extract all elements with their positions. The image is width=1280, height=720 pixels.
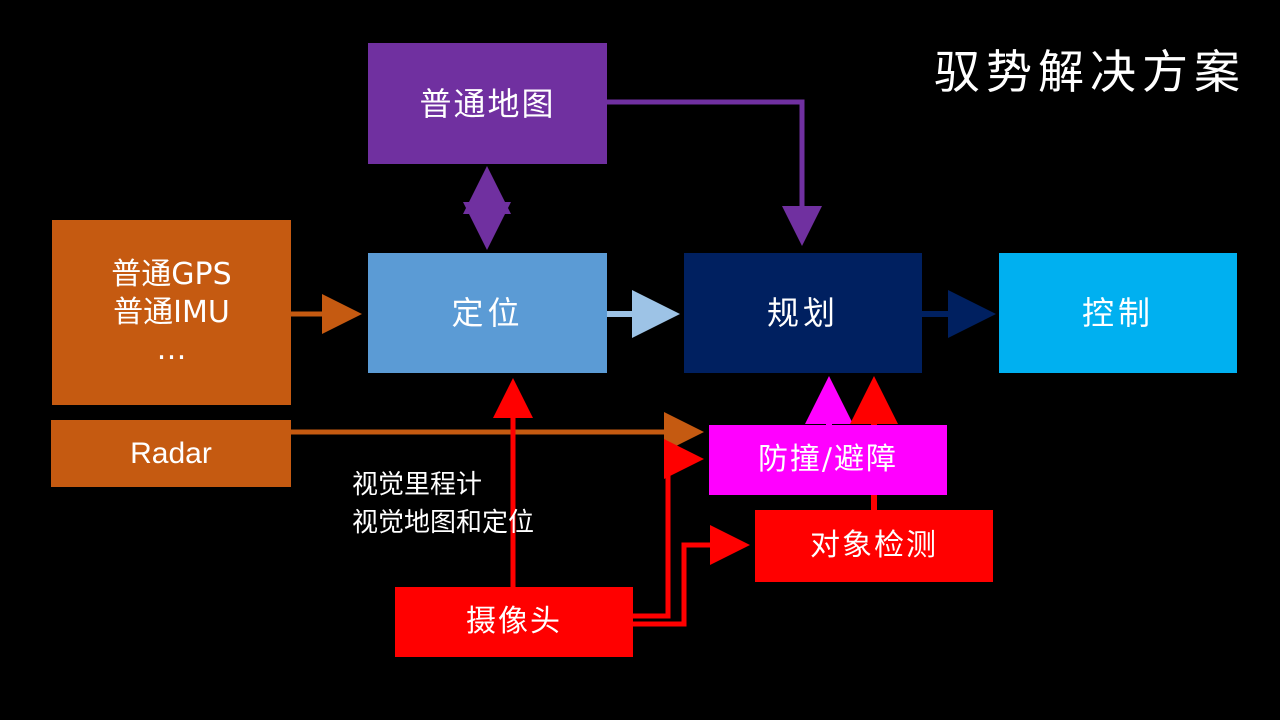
- node-control: 控制: [999, 253, 1237, 373]
- slide-title: 驭势解决方案: [934, 45, 1246, 99]
- node-map: 普通地图: [368, 43, 607, 164]
- node-object-detection-label: 对象检测: [810, 528, 938, 564]
- arrow-map-to-planning: [607, 99, 822, 246]
- camera-annotation: 视觉里程计 视觉地图和定位: [352, 466, 534, 542]
- arrow-camera-to-avoidance: [633, 439, 704, 619]
- node-avoidance: 防撞/避障: [709, 425, 947, 495]
- node-planning-label: 规划: [766, 294, 839, 332]
- node-gps-line-1: 普通GPS: [111, 257, 232, 293]
- arrow-camera-to-object-detection: [633, 525, 750, 627]
- node-avoidance-label: 防撞/避障: [757, 442, 899, 478]
- node-gps-imu: 普通GPS 普通IMU …: [52, 220, 291, 405]
- node-gps-line-3: …: [156, 332, 187, 368]
- node-camera: 摄像头: [395, 587, 633, 657]
- node-camera-label: 摄像头: [466, 604, 562, 640]
- node-localization-label: 定位: [451, 294, 524, 332]
- node-object-detection: 对象检测: [755, 510, 993, 582]
- node-radar: Radar: [51, 420, 291, 487]
- annotation-line-1: 视觉里程计: [352, 470, 483, 500]
- annotation-line-2: 视觉地图和定位: [352, 508, 535, 538]
- node-radar-label: Radar: [130, 436, 212, 470]
- node-control-label: 控制: [1081, 294, 1154, 332]
- node-planning: 规划: [684, 253, 922, 373]
- node-map-label: 普通地图: [419, 84, 556, 123]
- node-gps-line-2: 普通IMU: [113, 294, 230, 330]
- node-localization: 定位: [368, 253, 607, 373]
